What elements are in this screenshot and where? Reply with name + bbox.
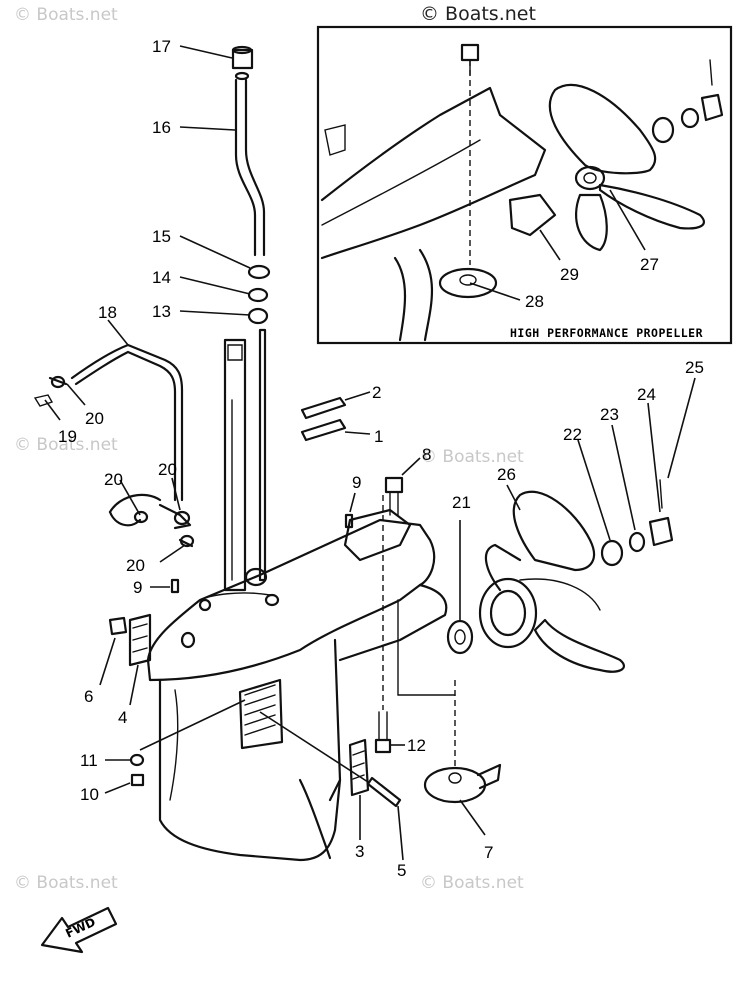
callout-4: 4 — [118, 708, 127, 727]
lower-casing: 2 1 — [146, 328, 448, 862]
callout-10: 10 — [80, 785, 99, 804]
callout-7: 7 — [484, 843, 493, 862]
callout-28: 28 — [525, 292, 544, 311]
callout-11: 11 — [80, 751, 98, 770]
callout-18: 18 — [98, 303, 117, 322]
callout-17: 17 — [152, 37, 171, 56]
callout-29: 29 — [560, 265, 579, 284]
callout-14: 14 — [152, 268, 171, 287]
callout-13: 13 — [152, 302, 171, 321]
callout-20-upper: 20 — [85, 409, 104, 428]
callout-2: 2 — [372, 383, 381, 402]
shift-rod-group: 17 16 15 14 13 — [152, 37, 271, 325]
fwd-arrow: FWD — [40, 906, 118, 954]
callout-20-left: 20 — [104, 470, 123, 489]
inset-caption: HIGH PERFORMANCE PROPELLER — [510, 326, 703, 340]
callout-21: 21 — [452, 493, 471, 512]
watermark-top-left: © Boats.net — [14, 5, 118, 25]
watermark-bottom-right: © Boats.net — [420, 873, 524, 893]
water-tube-group: 18 20 19 20 20 20 — [33, 303, 195, 575]
watermark-top-center: © Boats.net — [420, 3, 536, 25]
hardware-group: 8 9 9 6 4 11 10 12 3 5 — [80, 445, 431, 880]
callout-19: 19 — [58, 427, 77, 446]
watermark-mid-left: © Boats.net — [14, 435, 118, 455]
callout-16: 16 — [152, 118, 171, 137]
callout-24: 24 — [637, 385, 656, 404]
watermark-mid-right: © Boats.net — [420, 447, 524, 467]
inset-panel: 28 29 27 HIGH PERFORMANCE PROPELLER — [316, 25, 733, 345]
callout-15: 15 — [152, 227, 171, 246]
callout-23: 23 — [600, 405, 619, 424]
fwd-label: FWD — [63, 915, 97, 941]
callout-12: 12 — [407, 736, 426, 755]
callout-3: 3 — [355, 842, 364, 861]
callout-25: 25 — [685, 358, 704, 377]
callout-9-upper: 9 — [352, 473, 361, 492]
watermark-bottom-left: © Boats.net — [14, 873, 118, 893]
callout-22: 22 — [563, 425, 582, 444]
callout-6: 6 — [84, 687, 93, 706]
callout-20-lower: 20 — [126, 556, 145, 575]
callout-27: 27 — [640, 255, 659, 274]
callout-26: 26 — [497, 465, 516, 484]
callout-8: 8 — [422, 445, 431, 464]
callout-9-lower: 9 — [133, 578, 142, 597]
callout-20-right: 20 — [158, 460, 177, 479]
propeller-group: 21 26 22 23 24 25 7 — [397, 358, 704, 862]
callout-1: 1 — [374, 427, 383, 446]
callout-5: 5 — [397, 861, 406, 880]
